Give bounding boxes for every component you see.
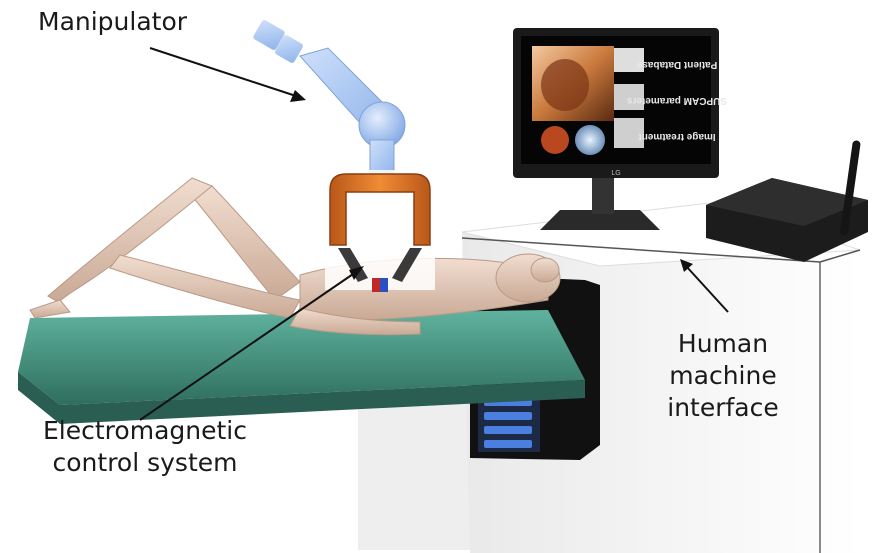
monitor-panel-1: Patient Database [636, 59, 717, 70]
hmi-label-line2: machine [648, 360, 798, 392]
control-box [706, 140, 868, 262]
electromagnetic-coil [325, 170, 435, 292]
manipulator-arm [252, 19, 405, 174]
electromagnetic-control-label: Electromagnetic control system [30, 415, 260, 479]
monitor-brand: LG [611, 170, 620, 177]
hmi-label: Human machine interface [648, 328, 798, 424]
electromagnetic-label-line2: control system [30, 447, 260, 479]
manipulator-label: Manipulator [38, 6, 187, 38]
electromagnetic-label-line1: Electromagnetic [30, 415, 260, 447]
hmi-label-line1: Human [648, 328, 798, 360]
monitor: Patient Database SUPCAM parameters Image… [513, 28, 727, 230]
hmi-label-line3: interface [648, 392, 798, 424]
monitor-panel-3: Image treatment [638, 131, 716, 142]
monitor-panel-2: SUPCAM parameters [627, 95, 727, 106]
